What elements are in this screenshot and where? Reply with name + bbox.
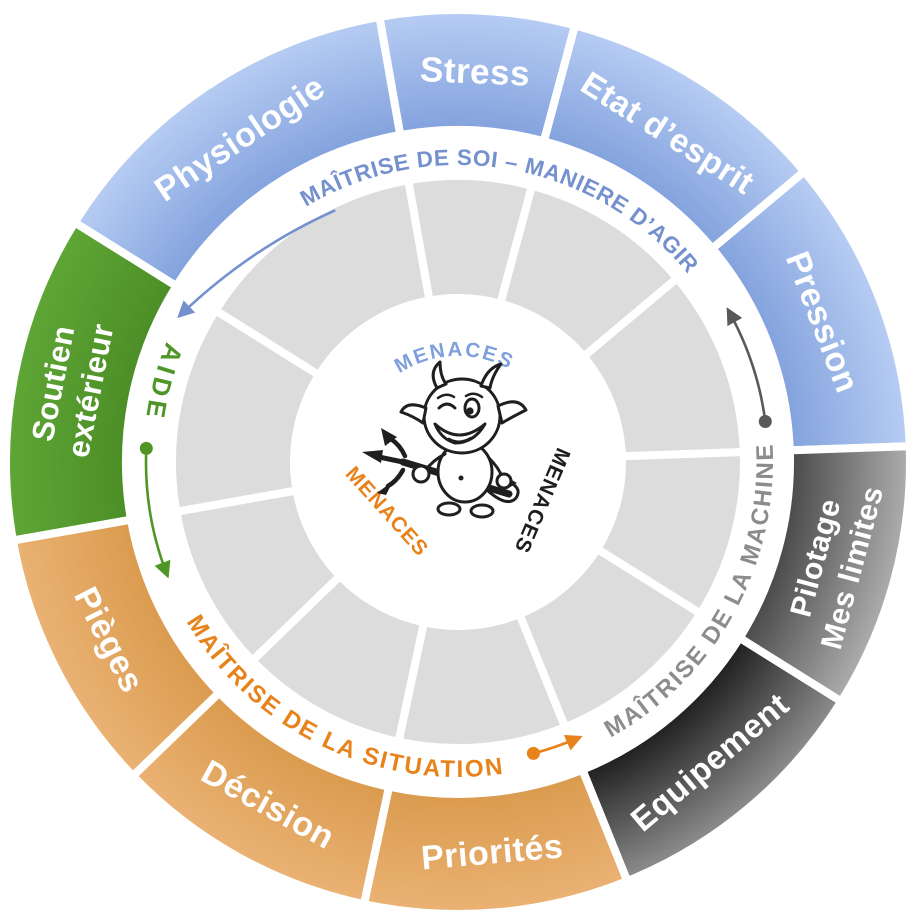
flow-arrow-green: [144, 448, 171, 579]
tail: [485, 481, 520, 504]
devil-cartoon: [362, 360, 528, 519]
ear-left: [399, 403, 428, 425]
trident-tip-lower: [377, 481, 393, 495]
flow-arrows: [139, 209, 772, 760]
trident-prong-upper: [388, 436, 408, 459]
foot-right: [469, 503, 495, 519]
eyebrow-left: [436, 393, 456, 400]
menaces-blue: MENACES: [391, 338, 518, 378]
menaces-black: MENACES: [510, 444, 575, 556]
eye-right: [463, 397, 481, 419]
horn-right: [479, 362, 503, 390]
flow-arrow-gray: [726, 307, 767, 422]
segment-label-stress: Stress: [419, 50, 531, 94]
segment-soutien: [2, 216, 182, 546]
flow-arrow-green-dot: [139, 441, 153, 455]
fist-left: [411, 464, 431, 484]
tongue: [447, 436, 473, 443]
pupil-right: [466, 407, 474, 415]
flow-arrow-gray-dot: [758, 415, 772, 428]
trident-tip-center: [362, 450, 383, 463]
flow-arrow-blue: [177, 209, 336, 319]
flow-arrow-orange: [533, 734, 583, 755]
eye-left-closed: [437, 402, 457, 410]
trident-tip-upper: [381, 428, 397, 446]
foot-left: [436, 501, 462, 517]
eyebrow-right: [464, 392, 484, 399]
navel: [458, 475, 464, 481]
inner-ring: [168, 172, 748, 752]
ear-right: [496, 400, 528, 425]
fist-right: [495, 472, 513, 490]
flow-arrow-orange-dot: [526, 746, 540, 760]
trident-prong-center: [376, 454, 406, 465]
horn-left: [431, 360, 448, 390]
inner-segment-soutien: [168, 304, 325, 517]
